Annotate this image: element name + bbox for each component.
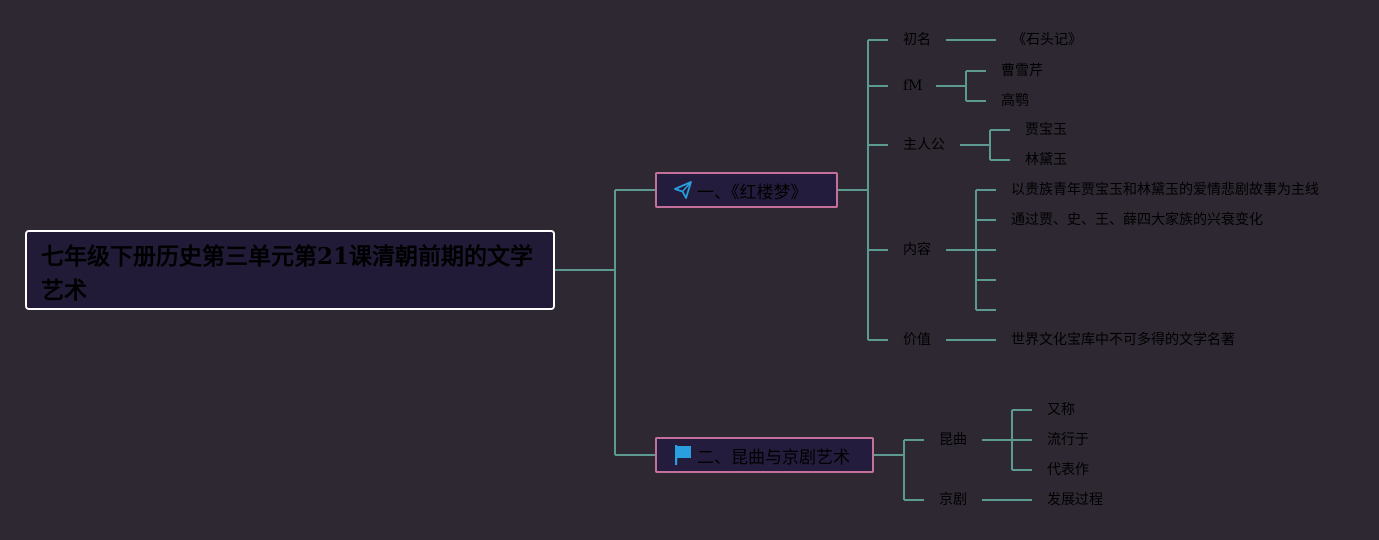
node-jingju[interactable]: 京剧 bbox=[939, 492, 967, 508]
node-kunqu-works[interactable]: 代表作 bbox=[1047, 462, 1089, 478]
connector-branch2 bbox=[874, 439, 924, 501]
node-jingju-history[interactable]: 发展过程 bbox=[1047, 492, 1103, 508]
node-kunqu[interactable]: 昆曲 bbox=[939, 432, 967, 448]
branch-kunqu-jingju[interactable]: 二、昆曲与京剧艺术 bbox=[655, 437, 874, 473]
connector-content bbox=[946, 189, 996, 311]
node-author-gao[interactable]: 高鹗 bbox=[1001, 93, 1029, 109]
connector-protagonist bbox=[960, 129, 1010, 161]
node-protagonist[interactable]: 主人公 bbox=[903, 137, 945, 153]
connector-branch1 bbox=[838, 39, 888, 341]
node-value[interactable]: 价值 bbox=[903, 332, 931, 348]
node-content-1[interactable]: 以贵族青年贾宝玉和林黛玉的爱情悲剧故事为主线 bbox=[1011, 182, 1319, 198]
branch-kunqu-jingju-title: 二、昆曲与京剧艺术 bbox=[697, 447, 850, 468]
node-author[interactable]: fM bbox=[903, 78, 923, 94]
node-kunqu-region[interactable]: 流行于 bbox=[1047, 432, 1089, 448]
connector-root bbox=[555, 189, 655, 456]
node-chuming-value[interactable]: 《石头记》 bbox=[1012, 32, 1082, 48]
connector-author bbox=[936, 70, 986, 102]
root-topic[interactable]: 七年级下册历史第三单元第21课清朝前期的文学艺术 bbox=[25, 230, 555, 310]
node-author-cao[interactable]: 曹雪芹 bbox=[1001, 63, 1043, 79]
node-content-2[interactable]: 通过贾、史、王、薛四大家族的兴衰变化 bbox=[1011, 212, 1263, 228]
paper-plane-icon bbox=[674, 181, 692, 199]
node-content[interactable]: 内容 bbox=[903, 242, 931, 258]
root-title: 七年级下册历史第三单元第21课清朝前期的文学艺术 bbox=[41, 243, 534, 304]
branch-hongloumeng-title: 一、《红楼梦》 bbox=[697, 182, 808, 203]
node-chuming[interactable]: 初名 bbox=[903, 32, 931, 48]
node-kunqu-alias[interactable]: 又称 bbox=[1047, 402, 1075, 418]
node-protagonist-baoyu[interactable]: 贾宝玉 bbox=[1025, 122, 1067, 138]
flag-icon bbox=[675, 445, 691, 465]
branch-hongloumeng[interactable]: 一、《红楼梦》 bbox=[655, 172, 838, 208]
connector-kunqu bbox=[982, 409, 1032, 471]
node-value-text[interactable]: 世界文化宝库中不可多得的文学名著 bbox=[1011, 332, 1235, 348]
node-protagonist-daiyu[interactable]: 林黛玉 bbox=[1025, 152, 1067, 168]
